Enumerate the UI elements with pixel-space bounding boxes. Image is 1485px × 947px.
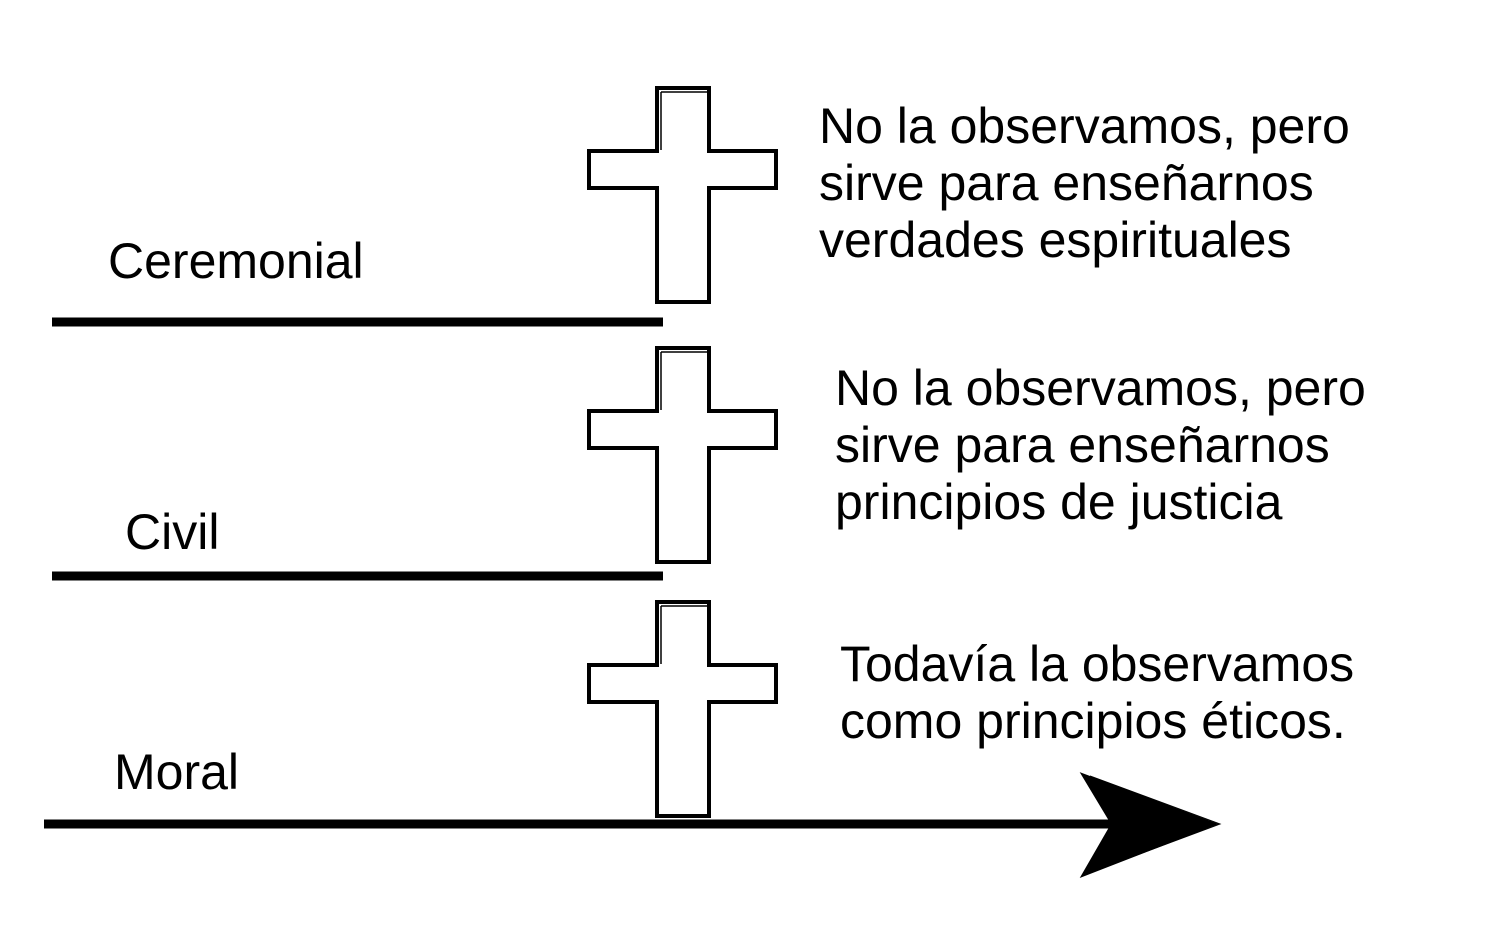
arrow-head-icon bbox=[1079, 772, 1219, 878]
cross-icon bbox=[587, 600, 778, 818]
civil-label: Civil bbox=[125, 504, 220, 560]
description-line: principios de justicia bbox=[835, 474, 1283, 530]
civil-description: No la observamos, pero sirve para enseña… bbox=[835, 360, 1366, 531]
description-line: No la observamos, pero bbox=[835, 360, 1366, 416]
description-line: verdades espirituales bbox=[819, 212, 1292, 268]
moral-label: Moral bbox=[114, 744, 240, 800]
moral-description: Todavía la observamos como principios ét… bbox=[840, 636, 1354, 750]
description-line: Todavía la observamos bbox=[840, 636, 1355, 692]
ceremonial-description: No la observamos, pero sirve para enseña… bbox=[819, 98, 1350, 269]
cross-icon bbox=[587, 86, 778, 304]
description-line: No la observamos, pero bbox=[819, 98, 1350, 154]
description-line: como principios éticos. bbox=[840, 693, 1346, 749]
description-line: sirve para enseñarnos bbox=[819, 155, 1314, 211]
description-line: sirve para enseñarnos bbox=[835, 417, 1330, 473]
ceremonial-label: Ceremonial bbox=[108, 233, 364, 289]
cross-icon bbox=[587, 346, 778, 564]
arrow-head-edge bbox=[1085, 775, 1222, 875]
